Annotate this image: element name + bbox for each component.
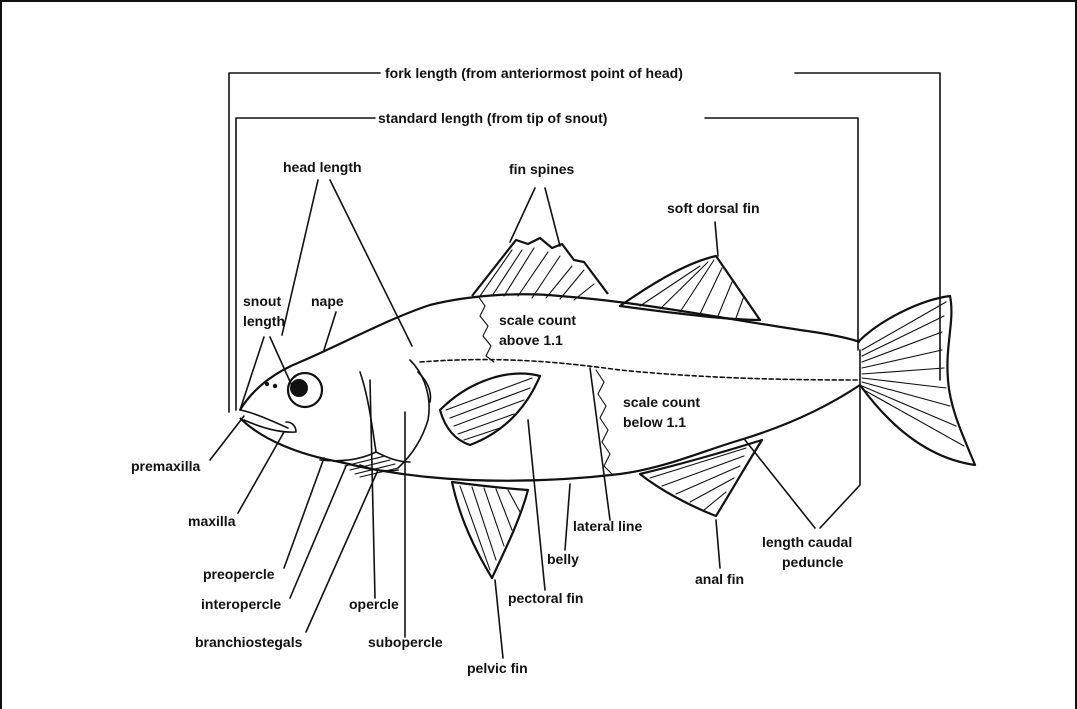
snout-length-label-line1: snout <box>243 293 281 309</box>
branchiostegals-label: branchiostegals <box>195 634 303 650</box>
lateral-line <box>420 360 858 380</box>
labels: fork length (from anteriormost point of … <box>131 65 852 676</box>
eye <box>288 373 322 407</box>
snout-length-label-line2: length <box>243 313 285 329</box>
scale-count-below-label-line1: scale count <box>623 394 700 410</box>
preopercle-label: preopercle <box>203 566 275 582</box>
nape-label: nape <box>311 293 344 309</box>
spiny-dorsal-fin <box>472 238 608 300</box>
scale-count-below-label-line2: below 1.1 <box>623 414 686 430</box>
soft-dorsal-fin <box>620 256 760 320</box>
gill-cover <box>320 360 431 477</box>
opercle-label: opercle <box>349 596 399 612</box>
scale-count-above-label-line1: scale count <box>499 312 576 328</box>
pelvic-fin-label: pelvic fin <box>467 660 528 676</box>
maxilla-label: maxilla <box>188 513 236 529</box>
anal-fin-label: anal fin <box>695 571 744 587</box>
caudal-fin <box>858 296 975 465</box>
subopercle-label: subopercle <box>368 634 443 650</box>
pectoral-fin-label: pectoral fin <box>508 590 583 606</box>
scale-count-above-label-line2: above 1.1 <box>499 332 563 348</box>
caudal-peduncle-label-line2: peduncle <box>782 554 844 570</box>
caudal-peduncle-label-line1: length caudal <box>762 534 852 550</box>
head-length-label: head length <box>283 159 362 175</box>
anal-fin <box>640 440 762 516</box>
belly-label: belly <box>547 551 579 567</box>
callout-lines <box>210 180 860 658</box>
fork-length-label: fork length (from anteriormost point of … <box>385 65 683 81</box>
pectoral-fin <box>440 374 540 445</box>
soft-dorsal-fin-label: soft dorsal fin <box>667 200 760 216</box>
pelvic-fin <box>452 482 528 578</box>
interopercle-label: interopercle <box>201 596 281 612</box>
standard-length-label: standard length (from tip of snout) <box>378 110 607 126</box>
premaxilla-label: premaxilla <box>131 458 200 474</box>
fin-spines-label: fin spines <box>509 161 575 177</box>
lateral-line-label: lateral line <box>573 518 642 534</box>
